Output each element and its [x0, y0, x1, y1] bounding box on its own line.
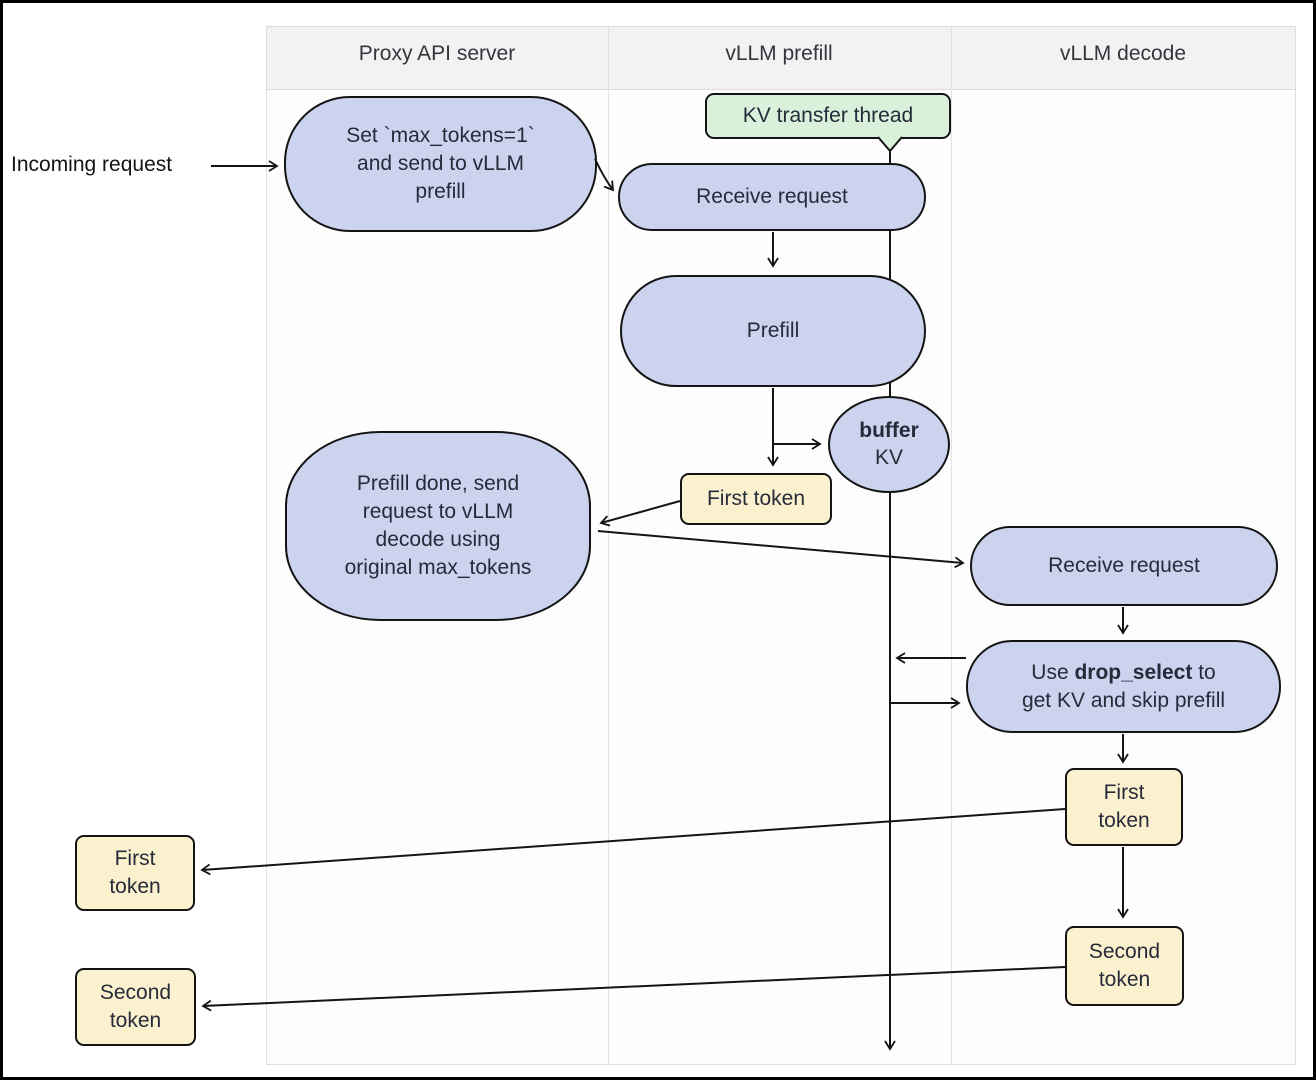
node-line: original max_tokens: [344, 555, 532, 579]
buffer-label-bold: buffer: [859, 419, 919, 443]
drop-select-post: to: [1192, 660, 1216, 684]
node-line: First: [114, 847, 156, 871]
node-second-token-decode: Second token: [1065, 926, 1184, 1006]
node-receive-request-prefill: Receive request: [618, 163, 926, 231]
column-separator: [608, 27, 609, 1064]
node-kv-transfer-thread: KV transfer thread: [705, 93, 951, 139]
node-prefill-done: Prefill done, send request to vLLM decod…: [285, 431, 591, 621]
node-line: decode using: [375, 528, 501, 551]
node-line: First: [1103, 781, 1145, 805]
node-buffer-kv: buffer KV: [828, 396, 950, 493]
node-receive-request-decode: Receive request: [970, 526, 1278, 606]
node-use-drop-select: Use drop_select to get KV and skip prefi…: [966, 640, 1281, 733]
node-line: Second: [99, 981, 172, 1005]
node-first-token-decode: First token: [1065, 768, 1183, 846]
node-line: Set `max_tokens=1`: [346, 124, 535, 148]
drop-select-bold: drop_select: [1074, 660, 1193, 684]
column-separator: [951, 27, 952, 1064]
drop-select-pre: Use: [1031, 660, 1075, 684]
node-first-token-prefill: First token: [680, 473, 832, 525]
node-line: token: [109, 1009, 162, 1032]
node-line: Prefill done, send: [356, 472, 520, 496]
column-header-prefill: vLLM prefill: [725, 42, 833, 65]
node-line: get KV and skip prefill: [1021, 688, 1226, 712]
node-line: token: [1098, 968, 1151, 991]
buffer-label-kv: KV: [874, 445, 903, 469]
column-header-band: [266, 26, 1296, 90]
node-prefill: Prefill: [620, 275, 926, 387]
node-second-token-output: Second token: [75, 968, 196, 1046]
node-line: token: [1098, 809, 1150, 832]
node-first-token-output: First token: [75, 835, 195, 911]
node-line: prefill: [415, 179, 466, 203]
column-header-decode: vLLM decode: [1059, 42, 1187, 65]
node-line: Use drop_select to: [1031, 659, 1215, 687]
node-line: and send to vLLM: [357, 152, 524, 176]
node-line: Second: [1088, 940, 1161, 964]
column-header-proxy: Proxy API server: [358, 42, 516, 65]
node-line: request to vLLM: [362, 500, 514, 524]
node-line: token: [109, 875, 161, 898]
node-set-max-tokens: Set `max_tokens=1` and send to vLLM pref…: [284, 96, 597, 232]
incoming-request-label: Incoming request: [11, 153, 173, 176]
